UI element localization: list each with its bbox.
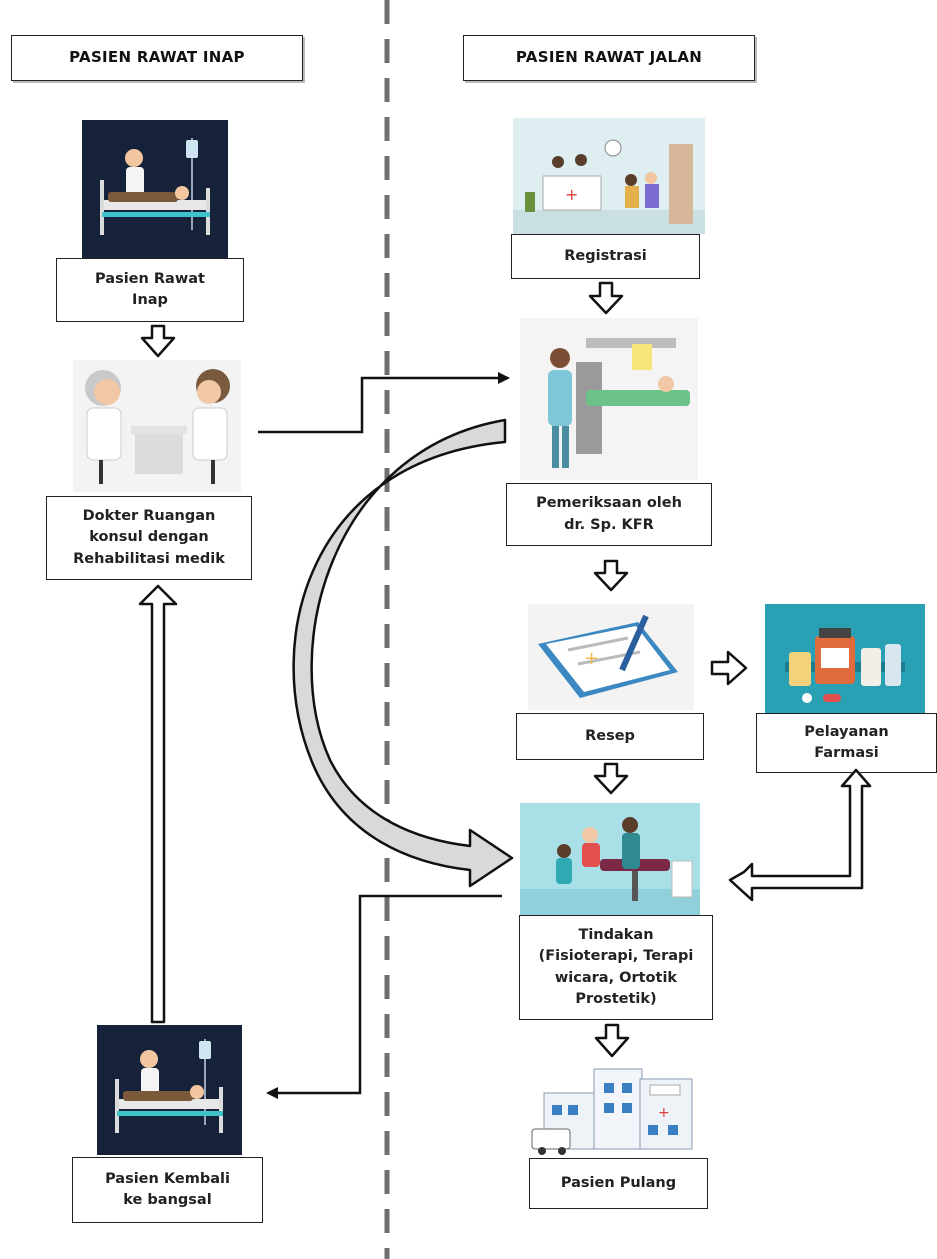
node-discharge: Pasien Pulang <box>529 1158 708 1209</box>
node-treatment: Tindakan (Fisioterapi, Terapi wicara, Or… <box>519 915 713 1020</box>
prescription-clipboard-icon: + <box>528 604 694 710</box>
node-consult: Dokter Ruangan konsul dengan Rehabilitas… <box>46 496 252 580</box>
hospital-building-icon: + <box>528 1063 704 1159</box>
node-exam: Pemeriksaan oleh dr. Sp. KFR <box>506 483 712 546</box>
treatment-to-ward-arrow <box>266 894 502 1099</box>
svg-text:+: + <box>584 648 599 669</box>
physiotherapy-icon <box>520 803 700 915</box>
node-prescription: Resep <box>516 713 704 760</box>
down-arrow-icon <box>593 762 629 795</box>
node-registration: Registrasi <box>511 234 700 279</box>
doctor-consultation-icon <box>73 360 241 492</box>
hospital-reception-icon: + <box>513 118 705 234</box>
down-arrow-icon <box>594 1023 630 1058</box>
medical-examination-icon <box>520 318 698 480</box>
right-arrow-icon <box>710 650 748 686</box>
patient-bed-icon <box>82 120 228 260</box>
down-arrow-icon <box>593 559 629 592</box>
svg-text:+: + <box>565 185 578 204</box>
down-arrow-icon <box>588 281 624 315</box>
svg-text:+: + <box>658 1105 670 1121</box>
curved-arrow-icon <box>292 418 514 888</box>
header-inpatient: PASIEN RAWAT INAP <box>11 35 303 81</box>
node-return-ward: Pasien Kembali ke bangsal <box>72 1157 263 1223</box>
header-outpatient: PASIEN RAWAT JALAN <box>463 35 755 81</box>
node-inpatient: Pasien Rawat Inap <box>56 258 244 322</box>
elbow-arrow-icon <box>728 768 872 902</box>
up-arrow-icon <box>138 584 178 1024</box>
patient-bed-icon <box>97 1025 242 1155</box>
down-arrow-icon <box>140 324 176 358</box>
consult-to-exam-arrow <box>258 372 510 434</box>
medicine-bottles-icon <box>765 604 925 714</box>
